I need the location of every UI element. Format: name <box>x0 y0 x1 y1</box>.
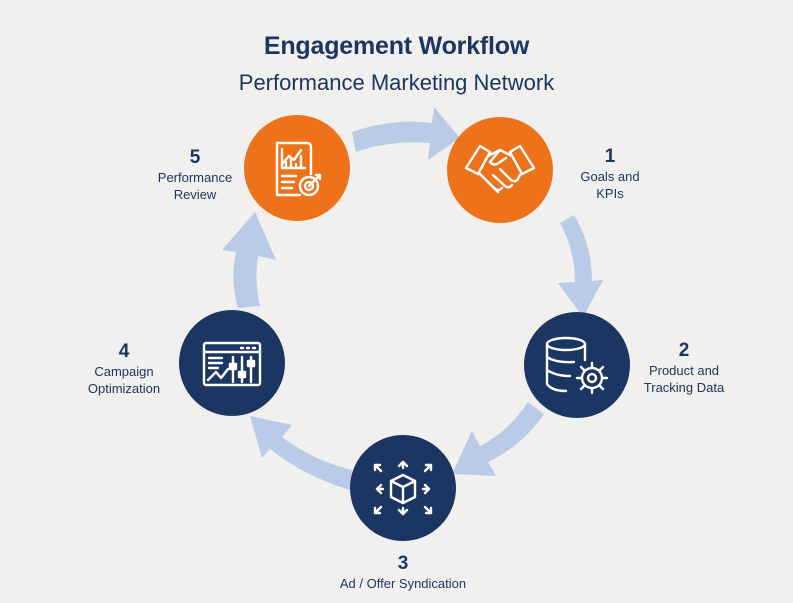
step-1-number: 1 <box>604 146 616 167</box>
step-1-text: Goals and KPIs <box>580 169 640 201</box>
step-4-label: 4 Campaign Optimization <box>72 341 176 397</box>
arrow-step5-to-step1 <box>352 107 460 160</box>
handshake-icon <box>464 144 536 194</box>
arrow-step4-to-step5 <box>222 212 276 308</box>
step-3-label: 3 Ad / Offer Syndication <box>313 553 493 592</box>
arrow-step2-to-step3 <box>452 402 544 476</box>
report-target-icon <box>275 141 322 197</box>
step-4-text: Campaign Optimization <box>87 364 161 396</box>
step-4-number: 4 <box>118 341 130 362</box>
step-2-text: Product and Tracking Data <box>643 363 725 395</box>
box-distribution-icon <box>373 460 433 516</box>
arrow-step3-to-step4 <box>250 416 352 490</box>
step-3-number: 3 <box>397 553 409 574</box>
step-1-label: 1 Goals and KPIs <box>565 146 655 202</box>
step-2-circle <box>524 312 630 418</box>
step-3-text: Ad / Offer Syndication <box>339 576 467 591</box>
dashboard-sliders-icon <box>202 341 262 387</box>
step-2-label: 2 Product and Tracking Data <box>630 340 738 396</box>
step-5-label: 5 Performance Review <box>147 147 243 203</box>
page-title: Engagement Workflow <box>263 32 530 60</box>
arrow-step1-to-step2 <box>558 215 603 317</box>
step-5-text: Performance Review <box>157 170 233 202</box>
step-2-number: 2 <box>678 340 690 361</box>
database-gear-icon <box>545 336 609 395</box>
step-5-number: 5 <box>189 147 201 168</box>
page-subtitle: Performance Marketing Network <box>238 70 555 95</box>
